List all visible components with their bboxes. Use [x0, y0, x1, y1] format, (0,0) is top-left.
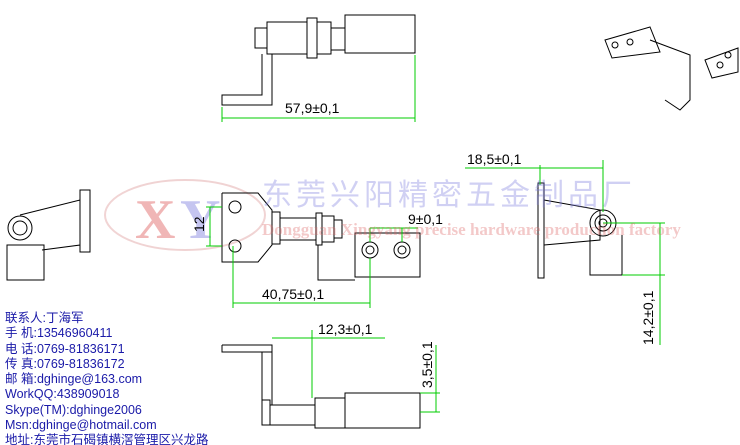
- dimension-lines: [206, 55, 665, 413]
- contact-phone: 电 话:0769-81836171: [5, 341, 125, 356]
- contact-skype: Skype(TM):dghinge2006: [5, 402, 142, 417]
- contact-info: 联系人:丁海军 手 机:13546960411 电 话:0769-8183617…: [5, 311, 208, 445]
- dim-hole-spacing: 12: [191, 216, 207, 232]
- contact-qq: WorkQQ:438909018: [5, 387, 120, 402]
- dim-length-top: 57,9±0,1: [285, 100, 340, 116]
- contact-fax: 传 真:0769-81836172: [5, 356, 125, 371]
- dim-length-40: 40,75±0,1: [262, 286, 324, 302]
- contact-address: 地址:东莞市石碣镇横滘管理区兴龙路: [5, 433, 209, 445]
- dim-offset-9: 9±0,1: [408, 211, 443, 227]
- watermark-company-en: Dongguan Xingyang precise hardware produ…: [262, 220, 681, 239]
- contact-email: 邮 箱:dghinge@163.com: [5, 372, 143, 387]
- dim-side-14: 14,2±0,1: [640, 290, 656, 345]
- contact-mobile: 手 机:13546960411: [5, 326, 113, 341]
- contact-person: 联系人:丁海军: [5, 311, 84, 325]
- watermark-logo: X Y: [104, 179, 266, 251]
- watermark-company-cn: 东莞兴阳精密五金制品厂: [262, 178, 636, 213]
- svg-text:X: X: [135, 189, 175, 251]
- dim-bottom-12: 12,3±0,1: [318, 321, 373, 337]
- dim-bottom-3: 3,5±0,1: [419, 341, 435, 388]
- dim-side-18: 18,5±0,1: [467, 151, 522, 167]
- contact-msn: Msn:dghinge@hotmail.com: [5, 418, 157, 433]
- svg-text:Y: Y: [180, 189, 220, 251]
